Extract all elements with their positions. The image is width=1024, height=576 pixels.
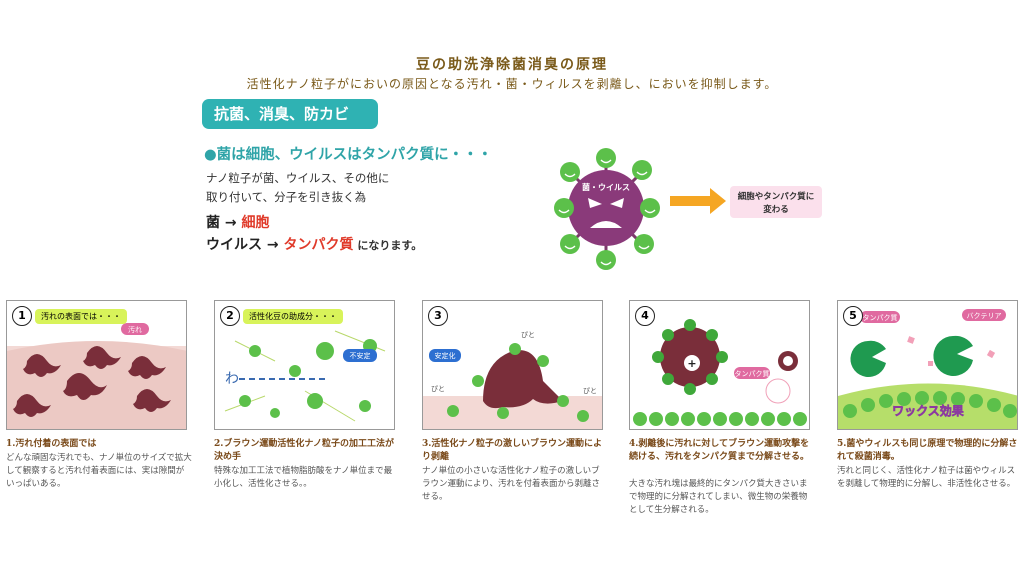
step-bubble-1: 汚れの表面では・・・	[35, 309, 127, 324]
step-number-4: 4	[635, 306, 655, 326]
wax-effect-label: ワックス効果	[892, 403, 964, 418]
intro-description: ナノ粒子が菌、ウイルス、その他に 取り付いて、分子を引き抜く為	[206, 169, 389, 207]
step-label-3: 安定化	[435, 351, 456, 360]
step-label-5a: タンパク質	[863, 313, 898, 322]
step-body-4: 大きな汚れ塊は最終的にタンパク質大きさいまで物理的に分解されてしまい、微生物の栄…	[629, 479, 808, 515]
step-panel-1: 1 汚れの表面では・・・ 汚れ	[6, 300, 187, 430]
step-illustration-3: ぴと ぴと ぴと 安定化	[423, 331, 602, 429]
arrow-icon	[670, 188, 726, 214]
equation-virus-left: ウイルス →	[206, 237, 284, 253]
equation-virus-right: タンパク質	[283, 237, 354, 253]
page-title: 豆の助洗浄除菌消臭の原理	[416, 57, 608, 73]
step-body-1: どんな頑固な汚れでも、ナノ単位のサイズで拡大して観察すると汚れ付着表面には、実は…	[6, 453, 192, 489]
equation-bacteria: 菌 → 細胞	[206, 212, 269, 232]
step-number-3: 3	[428, 306, 448, 326]
equation-bacteria-left: 菌 →	[206, 215, 242, 231]
svg-text:+: +	[687, 357, 696, 370]
step-number-5: 5	[843, 306, 863, 326]
step-illustration-1: 汚れ	[7, 323, 186, 429]
smiley-faces	[558, 159, 656, 266]
step-illustration-4: + タンパク質	[633, 319, 807, 426]
virus-body	[568, 170, 644, 246]
intro-headline: ●菌は細胞、ウイルスはタンパク質に・・・	[204, 147, 493, 163]
step-body-5: 汚れと同じく、活性化ナノ粒子は菌やウィルスを剥離して物理的に分解し、非活性化させ…	[837, 466, 1016, 489]
step-panel-3: 3 ぴと ぴと ぴと 安定化	[422, 300, 603, 430]
step-number-1: 1	[12, 306, 32, 326]
pito-mark-1: ぴと	[521, 331, 535, 339]
step-bubble-2: 活性化豆の助成分・・・	[243, 309, 343, 324]
step-body-3: ナノ単位の小さいな活性化ナノ粒子の激しいブラウン運動により、汚れを付着表面から剥…	[422, 466, 600, 502]
page-subtitle: 活性化ナノ粒子がにおいの原因となる汚れ・菌・ウィルスを剥離し、においを抑制します…	[246, 77, 778, 91]
step-label-1: 汚れ	[128, 326, 142, 334]
virus-diagram: 菌・ウイルス 細胞やタンパク質に 変わる	[554, 148, 822, 270]
equation-bacteria-right: 細胞	[241, 215, 270, 231]
step-body-2: 特殊な加工工法で植物脂肪酸をナノ単位まで最小化し、活性化させる。。	[214, 466, 393, 489]
step-panel-2: 2 活性化豆の助成分・・・ わ 不安定	[214, 300, 395, 430]
wave-mark-2: わ	[225, 371, 239, 387]
step-title-3: 3.活性化ナノ粒子の激しいブラウン運動により剥離	[422, 439, 602, 462]
pito-mark-2: ぴと	[583, 387, 597, 395]
step-title-5: 5.菌やウィルスも同じ原理で物理的に分解されて殺菌消毒。	[837, 439, 1018, 462]
virus-face	[588, 198, 624, 228]
step-label-2: 不安定	[350, 351, 371, 360]
step-number-2: 2	[220, 306, 240, 326]
step-title-2: 2.ブラウン運動活性化ナノ粒子の加工工法が決め手	[214, 439, 394, 462]
equation-virus: ウイルス → タンパク質 になります。	[206, 234, 422, 254]
result-line-1: 細胞やタンパク質に	[738, 191, 815, 202]
equation-virus-suffix: になります。	[353, 239, 423, 252]
step-panel-4: 4 + タンパク質	[629, 300, 810, 430]
step-illustration-5: タンパク質 バクテリア ワックス効果	[838, 309, 1017, 429]
smiley-particles	[554, 148, 660, 270]
step-title-1: 1.汚れ付着の表面では	[6, 439, 97, 449]
intro-desc-line-2: 取り付いて、分子を引き抜く為	[206, 190, 367, 204]
step-title-4: 4.剥離後に汚れに対してブラウン運動攻撃を続ける、汚れをタンパク質まで分解させる…	[629, 439, 810, 462]
virus-label: 菌・ウイルス	[582, 182, 630, 192]
step-panel-5: 5 タンパク質 バクテリア ワックス効果	[837, 300, 1018, 430]
step-illustration-2: わ 不安定	[224, 330, 386, 422]
result-line-2: 変わる	[763, 204, 789, 215]
intro-desc-line-1: ナノ粒子が菌、ウイルス、その他に	[206, 171, 390, 185]
feature-tag: 抗菌、消臭、防カビ	[202, 99, 378, 129]
step-label-5b: バクテリア	[967, 312, 1002, 320]
pito-mark-3: ぴと	[431, 385, 445, 393]
result-box	[730, 186, 822, 218]
step-label-4: タンパク質	[735, 369, 770, 378]
